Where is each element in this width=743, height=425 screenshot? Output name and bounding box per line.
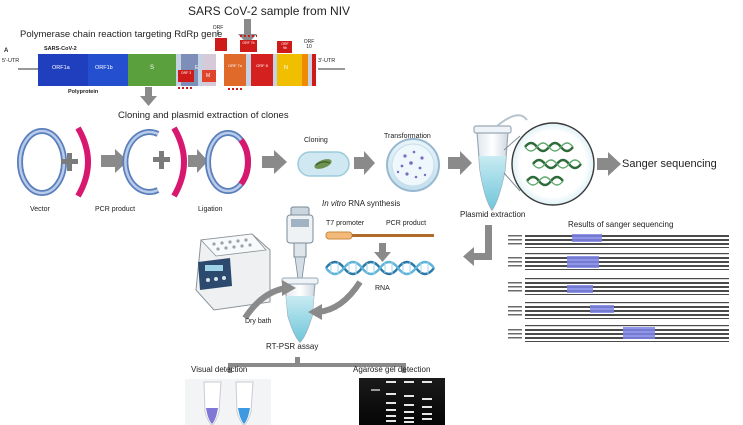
pcr-title: Polymerase chain reaction targeting RdRp… [20,29,223,40]
gene-orf9b [277,41,292,53]
utr5-label: 5'-UTR [2,58,20,64]
utr3-label: 3'-UTR [318,58,336,64]
gene-label-s: S [150,65,155,71]
cloning-label: Cloning [304,137,328,144]
sanger-label: Sanger sequencing [622,158,717,170]
plus-sign-2 [153,151,170,169]
petri-dish [386,138,440,192]
open-plasmid [122,129,160,195]
page-title: SARS CoV-2 sample from NIV [188,4,351,18]
dry-bath-device [195,233,271,311]
cloning-capsule [297,151,350,177]
pipette [286,206,314,287]
genome-map [18,35,345,90]
sanger-results-title: Results of sanger sequencing [568,220,674,229]
t7-promoter-label: T7 promoter [326,220,365,227]
pcr-product-arc-2 [171,126,187,198]
gene-label-orf9b: ORF 9b [281,42,289,50]
arrow-right-5 [448,151,472,175]
rna-label: RNA [375,285,390,292]
gene-label-n: N [284,65,288,71]
gene-orf3 [178,70,194,82]
arrow-right-sanger [597,152,621,176]
gene-label-orf3: ORF 3 [180,71,192,75]
agarose-gel-photo [359,378,445,425]
vector-label: Vector [30,206,50,213]
plasmid-extraction-label: Plasmid extraction [460,210,526,219]
rt-psr-label: RT-PSR assay [266,342,319,351]
arrow-down-cloning [140,87,157,106]
agarose-detection-label: Agarose gel detection [353,365,431,374]
in-vitro-italic: In vitro [322,199,347,208]
gene-m [202,70,216,82]
gene-label-orf1b: ORF1b [95,65,113,71]
rna-helix [325,260,435,276]
cloning-section-title: Cloning and plasmid extraction of clones [118,110,289,121]
ligated-plasmid [205,130,251,194]
gene-label-orf8: ORF 8 [256,63,268,68]
curved-arrow-rna [317,280,363,315]
arrow-right-3 [262,150,287,174]
polyprotein-label: Polyprotein [68,89,99,95]
gene-s [128,54,176,86]
detection-bracket [228,357,406,373]
gene-orf7b [240,40,257,52]
pcr-product-label: PCR product [95,206,136,213]
vector-plasmid [17,128,67,196]
rt-psr-tube [281,277,319,343]
in-vitro-title: In vitro RNA synthesis [322,200,400,208]
gene-orf8 [251,54,273,86]
gene-label-orf7b: ORF 7b [242,41,255,45]
gene-orf6 [215,38,227,51]
gene-label-orf6: ORF 6 [212,25,224,36]
visual-detection-label: Visual detection [191,365,248,374]
t7-template [325,231,434,240]
ligation-label: Ligation [198,206,223,213]
gene-orf1a [38,54,88,86]
transformation-label: Transformation [384,133,431,140]
gene-orf1b [88,54,128,86]
gene-orf7a [224,54,246,86]
gene-label-e: E [195,65,199,71]
extraction-tube [473,114,528,212]
plasmid-zoom-circle [503,122,595,206]
gene-label-orf10: ORF 10 [303,39,315,50]
arrow-right-2 [188,149,208,173]
gene-label-m: M [206,73,211,79]
template-pcr-label: PCR product [386,220,427,227]
arrow-extraction-to-results [463,225,492,266]
dry-bath-label: Dry bath [245,318,272,325]
genome-label: SARS-CoV-2 [44,46,77,52]
sequencing-alignment [505,232,739,348]
visual-detection-photo [185,379,271,425]
arrow-down-rna [374,243,391,262]
in-vitro-rest: RNA synthesis [346,199,401,208]
gene-label-orf7a: ORF 7a [227,63,242,68]
gene-label-orf1a: ORF1a [52,65,70,71]
pcr-product-arc [75,126,91,198]
gene-n [277,54,302,86]
panel-letter: A [4,48,9,54]
arrow-right-1 [101,149,128,173]
plus-sign-1 [61,153,78,171]
arrow-right-4 [354,151,375,175]
